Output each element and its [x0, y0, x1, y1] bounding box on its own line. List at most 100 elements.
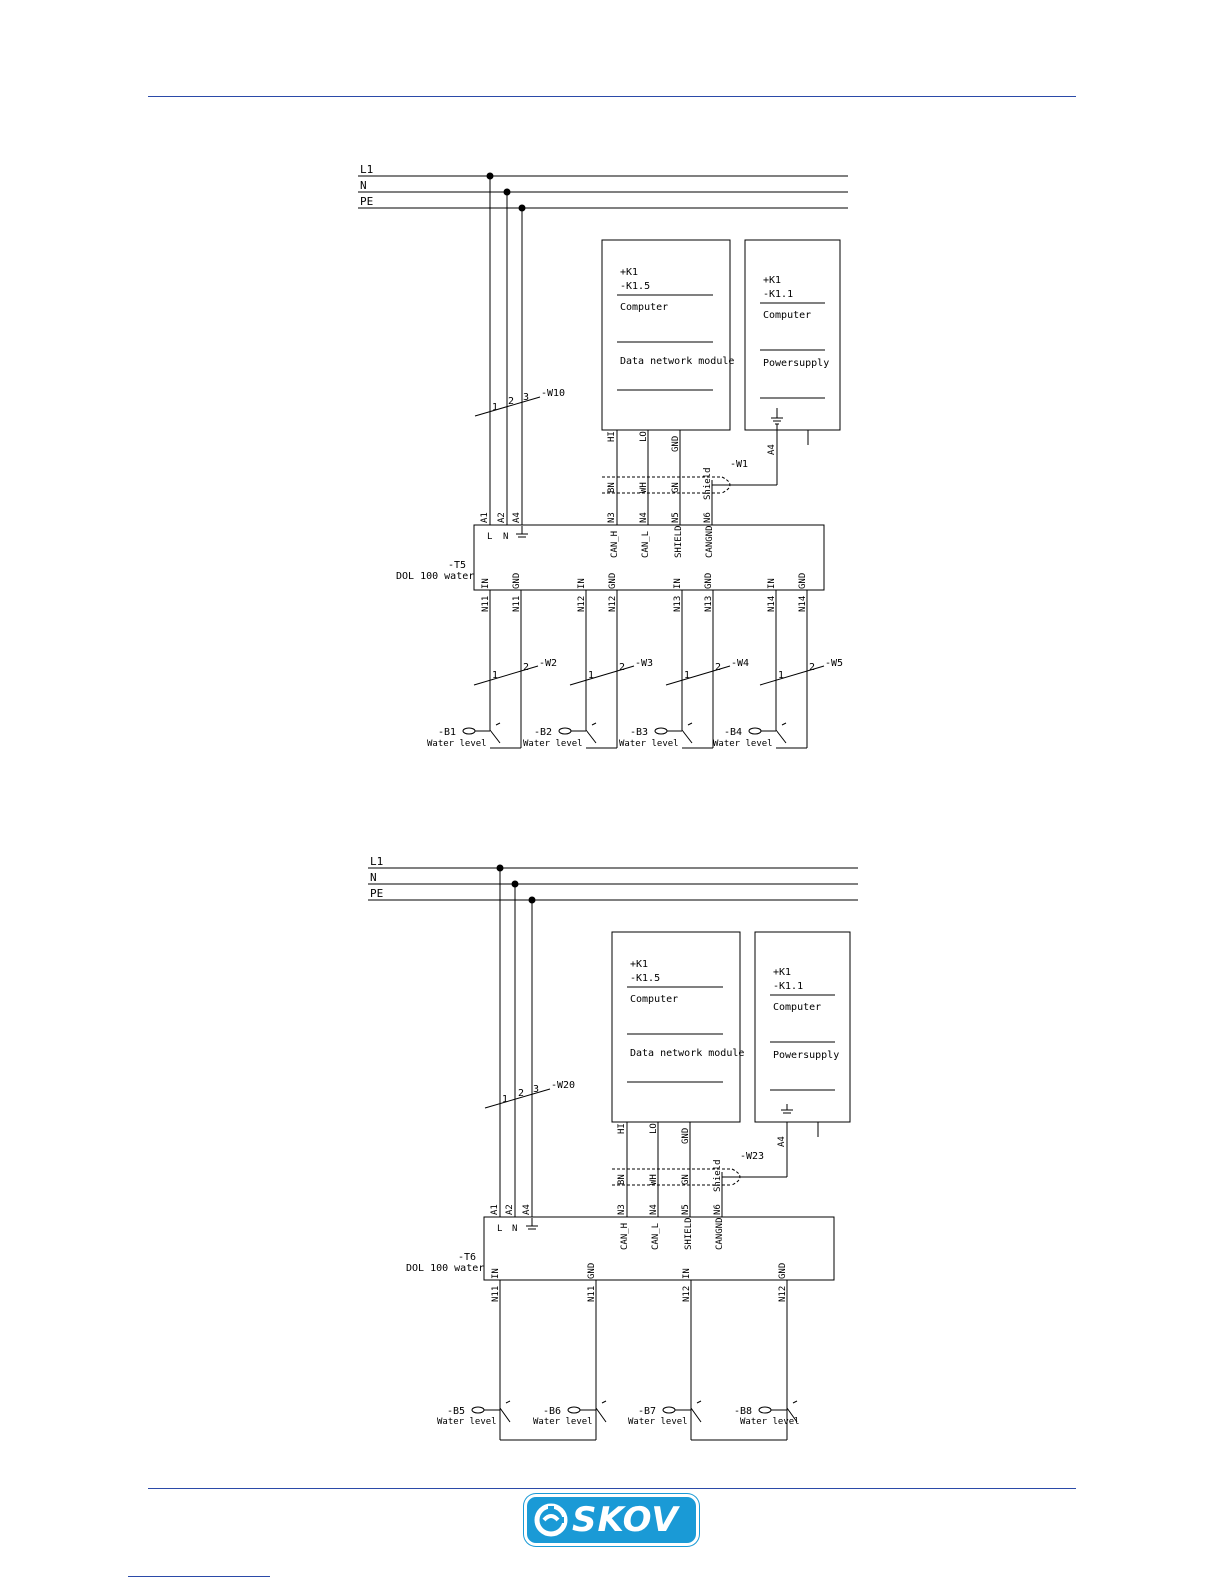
- device-name: DOL 100 water: [406, 1263, 484, 1274]
- terminal-label: A4: [512, 512, 522, 523]
- sensor-label: Water level: [619, 739, 679, 749]
- sensor-label: Water level: [427, 739, 487, 749]
- terminal-label: N6: [713, 1204, 723, 1215]
- terminal-label: GND: [798, 573, 808, 589]
- terminal-label: GND: [512, 573, 522, 589]
- module-line: Computer: [620, 302, 668, 313]
- terminal-label: N12: [778, 1286, 788, 1302]
- cable-core-label: 1: [492, 670, 498, 681]
- terminal-label: N14: [767, 596, 777, 612]
- module-line: -K1.1: [773, 981, 803, 992]
- cable-id: -W2: [539, 658, 557, 669]
- terminal-label: N13: [704, 596, 714, 612]
- sensor-id: -B2: [534, 727, 552, 738]
- module-line: +K1: [763, 275, 781, 286]
- terminal-label: A2: [505, 1204, 515, 1215]
- pin-label: HI: [617, 1123, 627, 1134]
- logo-text: SKOV: [572, 1500, 679, 1540]
- skov-logo-icon: [534, 1503, 568, 1537]
- cable-core-label: 2: [809, 662, 815, 673]
- sensor-id: -B1: [438, 727, 456, 738]
- terminal-label: N6: [703, 512, 713, 523]
- terminal-label: N14: [798, 596, 808, 612]
- terminal-label: IN: [673, 578, 683, 589]
- cable-core-label: WH: [639, 482, 649, 493]
- terminal-label: IN: [767, 578, 777, 589]
- module-line: -K1.5: [630, 973, 660, 984]
- bus-label: L1: [370, 855, 383, 868]
- terminal-label: L: [497, 1224, 502, 1234]
- pin-label: GND: [681, 1128, 691, 1144]
- terminal-label: N13: [673, 596, 683, 612]
- terminal-label: N12: [577, 596, 587, 612]
- bus-label: N: [370, 871, 377, 884]
- terminal-label: N3: [607, 512, 617, 523]
- skov-logo: SKOV: [524, 1494, 699, 1546]
- terminal-label: GND: [587, 1263, 597, 1279]
- device-id: -T6: [458, 1252, 476, 1263]
- module-line: Data network module: [630, 1048, 744, 1059]
- cable-core-label: 2: [518, 1088, 524, 1099]
- terminal-label: N11: [587, 1286, 597, 1302]
- terminal-label: CANGND: [715, 1217, 725, 1250]
- terminal-label: N4: [649, 1204, 659, 1215]
- terminal-label: CAN_H: [610, 531, 620, 558]
- module-line: Computer: [773, 1002, 821, 1013]
- terminal-label: N12: [682, 1286, 692, 1302]
- junction-dot: [486, 172, 494, 180]
- cable-core-label: GN: [671, 482, 681, 493]
- module-line: Powersupply: [773, 1050, 839, 1061]
- sensor-label: Water level: [533, 1417, 593, 1427]
- module-line: +K1: [620, 267, 638, 278]
- module-line: Powersupply: [763, 358, 829, 369]
- bus-label: PE: [360, 195, 373, 208]
- module-line: Computer: [763, 310, 811, 321]
- terminal-label: GND: [704, 573, 714, 589]
- junction-dot: [528, 896, 536, 904]
- bus-label: L1: [360, 163, 373, 176]
- terminal-label: IN: [491, 1268, 501, 1279]
- cable-core-label: WH: [649, 1174, 659, 1185]
- terminal-label: CANGND: [705, 525, 715, 558]
- terminal-label: CAN_L: [641, 531, 651, 558]
- terminal-label: CAN_H: [620, 1223, 630, 1250]
- pin-label: LO: [639, 431, 649, 442]
- cable-core-label: 2: [715, 662, 721, 673]
- sensor-id: -B3: [630, 727, 648, 738]
- cable-core-label: 1: [588, 670, 594, 681]
- sensor-label: Water level: [740, 1417, 800, 1427]
- module-line: -K1.5: [620, 281, 650, 292]
- terminal-label: CAN_L: [651, 1223, 661, 1250]
- terminal-label: L: [487, 532, 492, 542]
- bus-label: PE: [370, 887, 383, 900]
- module-line: -K1.1: [763, 289, 793, 300]
- sensor-label: Water level: [628, 1417, 688, 1427]
- cable-core-label: 1: [492, 402, 498, 413]
- sensor-label: Water level: [713, 739, 773, 749]
- cable-id: -W4: [731, 658, 749, 669]
- cable-core-label: 3: [533, 1084, 539, 1095]
- pin-label: HI: [607, 431, 617, 442]
- device-id: -T5: [448, 560, 466, 571]
- terminal-label: A1: [490, 1204, 500, 1215]
- cable-core-label: 2: [508, 396, 514, 407]
- module-line: +K1: [630, 959, 648, 970]
- sensor-id: -B8: [734, 1406, 752, 1417]
- sensor-id: -B4: [724, 727, 742, 738]
- junction-dot: [511, 880, 519, 888]
- cable-core-label: 2: [523, 662, 529, 673]
- cable-core-label: 1: [684, 670, 690, 681]
- terminal-label: A1: [480, 512, 490, 523]
- junction-dot: [496, 864, 504, 872]
- sensor-label: Water level: [437, 1417, 497, 1427]
- sensor-id: -B7: [638, 1406, 656, 1417]
- terminal-label: N3: [617, 1204, 627, 1215]
- footer-rule: [148, 1488, 1076, 1489]
- terminal-label: A2: [497, 512, 507, 523]
- module-line: Data network module: [620, 356, 734, 367]
- bus-label: N: [360, 179, 367, 192]
- terminal-label: N: [512, 1224, 517, 1234]
- terminal-label: N11: [481, 596, 491, 612]
- terminal-label: N5: [671, 512, 681, 523]
- cable-id: -W20: [551, 1080, 575, 1091]
